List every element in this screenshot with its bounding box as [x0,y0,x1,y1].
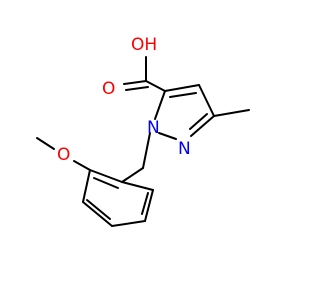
bond-carboxyl-co-1 [123,80,147,85]
bond-n1-c5 [154,90,166,120]
hydroxyl-label: OH [131,35,157,55]
bond-benzene-a [89,169,123,183]
ring-nitrogen-2-label: N [178,139,191,159]
molecule-structure: OH O N N O [36,35,250,227]
bond-c4-c3 [198,84,215,117]
structure-canvas: OH O N N O [36,35,250,227]
bond-methoxy-ch3 [36,137,55,150]
ring-nitrogen-1-label: N [147,118,160,138]
bond-benzene-d [111,220,146,227]
bond-c3-n2-inner [189,113,208,130]
bond-c5-c4-inner [169,92,197,98]
bond-benzene-inner-1 [93,177,119,189]
bond-c3-methyl [213,109,250,117]
bond-n2-n1 [158,132,177,140]
bond-benzene-e [144,189,154,222]
bond-benzene-inner-2 [86,199,111,220]
bond-aryl-methoxy-o [73,160,91,171]
methoxy-oxygen-label: O [57,145,70,165]
bond-benzene-f [121,181,154,191]
bond-c3-n2 [190,115,215,137]
bond-ch2-aryl [121,167,144,183]
bond-benzene-b [82,169,91,203]
bond-n1-ch2 [142,132,151,169]
bond-benzene-c [82,201,113,227]
bond-benzene-inner-3 [141,192,149,215]
carbonyl-oxygen-label: O [102,79,115,99]
bond-c5-c4 [164,84,200,92]
bond-carboxyl-co-2 [125,86,149,91]
bond-carboxyl-c5 [145,80,166,92]
